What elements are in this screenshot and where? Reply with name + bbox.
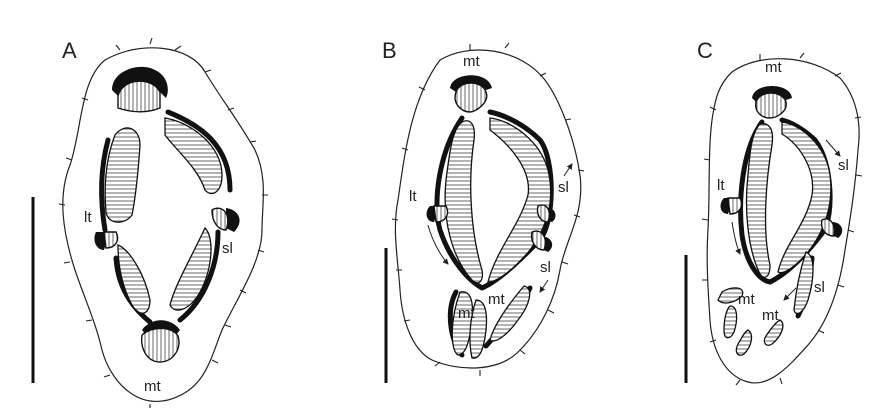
- panel-a-label-sl: sl: [222, 240, 233, 257]
- panel-b-label-sl-lower: sl: [540, 259, 551, 276]
- panel-b-label-mt-lower-right: mt: [488, 291, 505, 308]
- panel-c-letter: C: [697, 38, 713, 63]
- panel-c-label-mt-top: mt: [765, 59, 782, 76]
- panel-c-label-mt-lower-right: mt: [762, 307, 779, 324]
- panel-a-top-cap: [118, 81, 160, 112]
- panel-b-label-sl-upper: sl: [558, 179, 569, 196]
- panel-c-label-sl-upper: sl: [838, 157, 849, 174]
- panel-b: B mt lt sl sl mt mt: [382, 38, 584, 383]
- panel-a: A lt sl mt: [33, 38, 268, 408]
- panel-b-cell-outline: [395, 50, 580, 368]
- panel-c-label-sl-lower: sl: [814, 279, 825, 296]
- panel-c-label-lt: lt: [717, 177, 725, 194]
- panel-a-label-mt: mt: [144, 378, 161, 395]
- panel-b-label-mt-top: mt: [463, 53, 480, 70]
- panel-c-label-mt-lower-left: mt: [738, 291, 755, 308]
- panel-b-label-mt-lower-left: mt: [458, 305, 475, 322]
- panel-b-letter: B: [382, 38, 397, 63]
- panel-c: C mt lt sl mt mt sl: [686, 38, 862, 385]
- panel-a-letter: A: [62, 38, 77, 63]
- panel-a-label-lt: lt: [84, 209, 92, 226]
- panel-a-bottom-cap: [142, 328, 179, 362]
- panel-b-label-lt: lt: [409, 188, 417, 205]
